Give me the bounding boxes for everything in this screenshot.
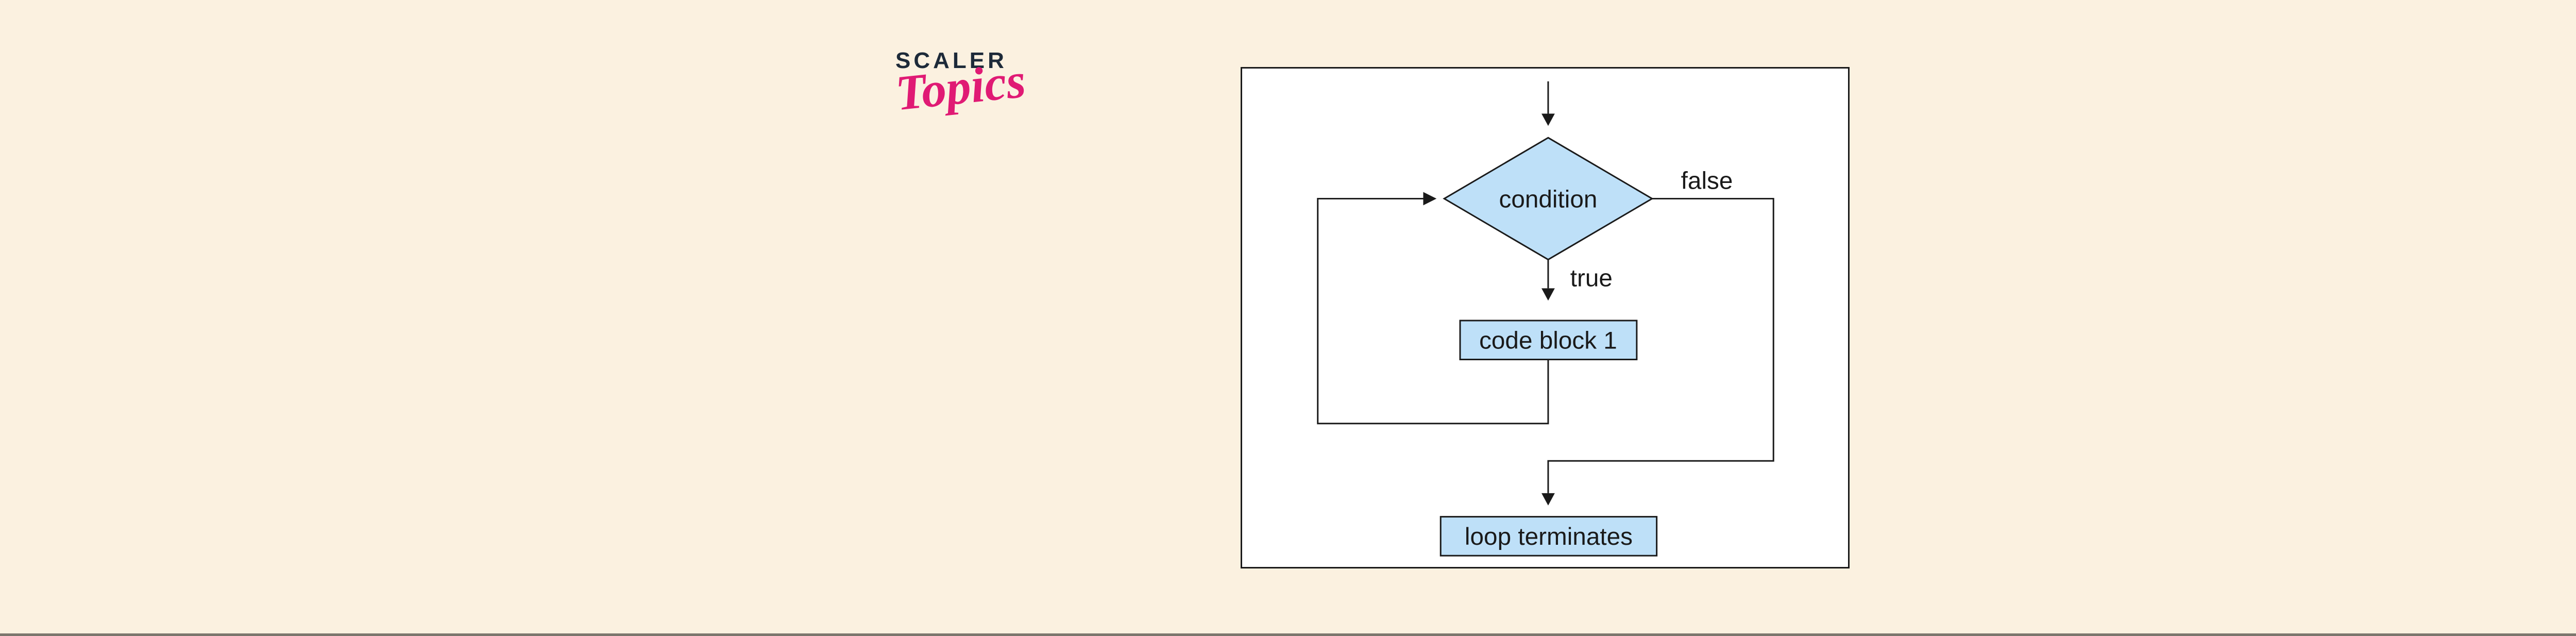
false-edge-label: false	[1681, 168, 1733, 195]
bottom-divider	[0, 633, 2576, 636]
loopback-arrowhead-icon	[1423, 192, 1437, 206]
loop-terminates-label: loop terminates	[1465, 523, 1633, 550]
true-edge-label: true	[1570, 264, 1613, 292]
scaler-topics-logo: SCALER Topics	[893, 48, 1050, 121]
flowchart-canvas: condition false true code block 1 loop t…	[1241, 67, 1850, 568]
logo-wordmark-scaler: SCALER	[895, 48, 1007, 73]
condition-label: condition	[1499, 186, 1598, 213]
code-block-label: code block 1	[1479, 327, 1617, 355]
loopback-edge	[1317, 197, 1549, 425]
loop-terminates-node	[1439, 516, 1658, 557]
false-edge-arrowhead-icon	[1541, 493, 1555, 506]
true-edge-arrowhead-icon	[1541, 288, 1555, 301]
flowchart-diagram: condition false true code block 1 loop t…	[1317, 81, 1774, 557]
entry-arrowhead-icon	[1541, 113, 1555, 126]
false-edge	[1547, 197, 1774, 493]
